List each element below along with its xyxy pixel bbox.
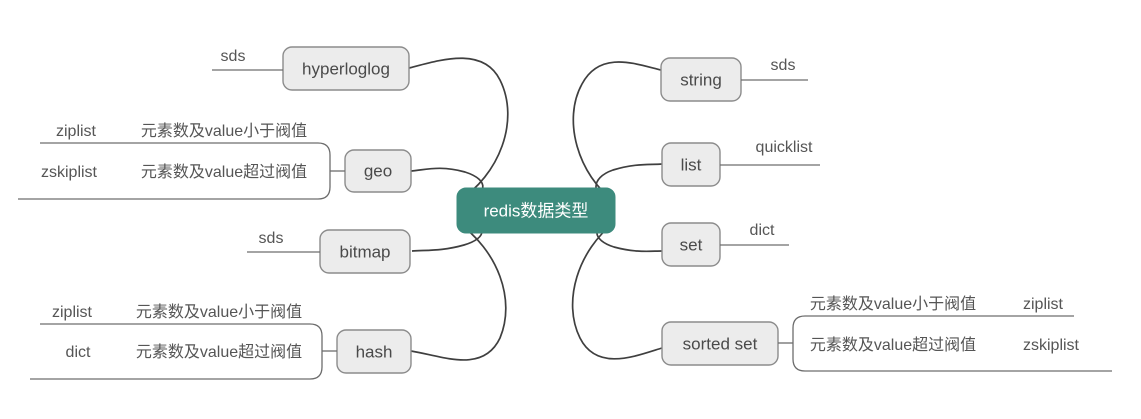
leaf-hash-dict-condition: 元素数及value超过阀值 (136, 343, 302, 361)
leaf-sorted-set-cond-zskiplist: 元素数及value超过阀值 (810, 336, 976, 354)
edge-root-hyperloglog (408, 57, 509, 203)
edge-root-string (572, 61, 662, 203)
leaf-hyperloglog-sds: sds (221, 48, 246, 65)
bracket-hash (30, 323, 323, 380)
leaf-list-quicklist: quicklist (756, 139, 813, 156)
branch-hyperloglog[interactable]: hyperloglog sds (212, 46, 410, 91)
node-hyperloglog-box[interactable] (282, 46, 410, 91)
leaf-geo-ziplist: ziplist (56, 123, 97, 140)
bracket-sorted-set (792, 315, 1112, 372)
leaf-geo-zskiplist: zskiplist (41, 164, 98, 181)
leaf-hash-ziplist: ziplist (52, 304, 93, 321)
bracket-geo (18, 142, 331, 200)
root-node[interactable]: redis数据类型 (456, 187, 616, 234)
branch-set[interactable]: set dict (661, 222, 789, 267)
node-bitmap-label: bitmap (339, 242, 390, 261)
edge-root-hash (410, 221, 507, 361)
branch-string[interactable]: string sds (660, 57, 808, 102)
branch-bitmap[interactable]: bitmap sds (247, 229, 411, 274)
root-node-label: redis数据类型 (484, 201, 589, 220)
branch-sorted-set[interactable]: sorted set 元素数及value小于阀值 ziplist 元素数及val… (661, 295, 1112, 372)
leaf-sorted-set-ziplist: ziplist (1023, 296, 1064, 313)
node-sorted-set-label: sorted set (683, 334, 758, 353)
node-list-label: list (681, 155, 702, 174)
leaf-sorted-set-zskiplist: zskiplist (1023, 337, 1080, 354)
node-hash-label: hash (356, 342, 393, 361)
leaf-set-dict: dict (750, 222, 775, 239)
edge-root-sortedset (571, 221, 663, 360)
node-string-label: string (680, 70, 722, 89)
node-hyperloglog-label: hyperloglog (302, 59, 390, 78)
branch-geo[interactable]: geo ziplist 元素数及value小于阀值 zskiplist 元素数及… (18, 122, 412, 200)
node-geo-label: geo (364, 161, 392, 180)
root-node-box[interactable] (456, 187, 616, 234)
leaf-bitmap-sds: sds (259, 230, 284, 247)
branch-list[interactable]: list quicklist (661, 139, 820, 187)
leaf-geo-ziplist-condition: 元素数及value小于阀值 (141, 122, 307, 140)
node-set-label: set (680, 235, 703, 254)
branch-hash[interactable]: hash ziplist 元素数及value小于阀值 dict 元素数及valu… (30, 303, 412, 380)
leaf-string-sds: sds (771, 57, 796, 74)
leaf-geo-zskiplist-condition: 元素数及value超过阀值 (141, 163, 307, 181)
leaf-sorted-set-cond-ziplist: 元素数及value小于阀值 (810, 295, 976, 313)
leaf-hash-ziplist-condition: 元素数及value小于阀值 (136, 303, 302, 321)
leaf-hash-dict: dict (66, 344, 91, 361)
